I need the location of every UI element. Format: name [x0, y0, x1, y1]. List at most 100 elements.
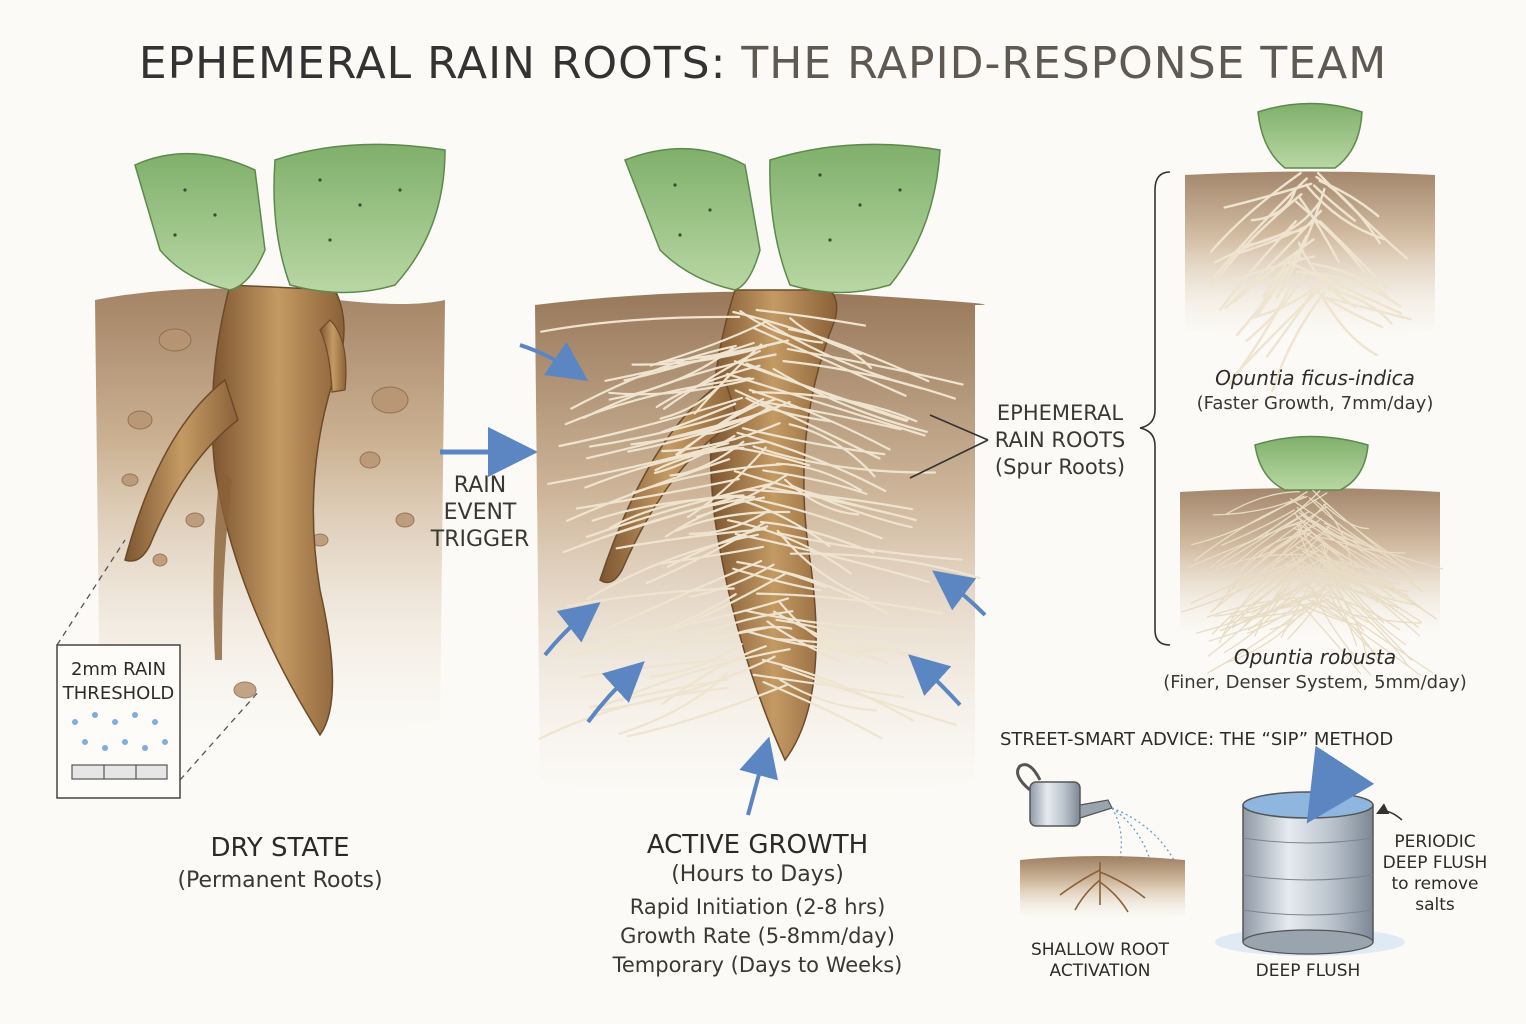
- threshold-line-2: THRESHOLD: [62, 683, 175, 704]
- fine-root: [762, 469, 868, 495]
- fine-root: [1225, 490, 1300, 515]
- fine-root: [739, 310, 824, 344]
- fine-root: [1265, 279, 1322, 358]
- fine-root: [675, 510, 791, 532]
- fine-root: [745, 488, 914, 511]
- threshold-label: 2mm RAIN THRESHOLD: [57, 658, 180, 706]
- fine-root: [1191, 491, 1308, 546]
- raindrop-icons: [72, 712, 168, 751]
- fine-root: [659, 340, 783, 364]
- fine-root: [1209, 522, 1302, 569]
- fine-root: [1232, 603, 1315, 629]
- detail-duration: Temporary (Days to Weeks): [612, 953, 903, 977]
- fine-root: [755, 308, 867, 327]
- fine-root: [1323, 522, 1411, 574]
- active-growth-sublabel: (Hours to Days): [671, 862, 844, 887]
- fine-root: [1238, 221, 1314, 254]
- fine-root: [1233, 238, 1315, 303]
- fine-root: [761, 658, 914, 722]
- fine-root: [732, 567, 822, 592]
- fine-root: [1310, 550, 1358, 579]
- fine-root: [745, 362, 908, 422]
- fine-root: [1210, 531, 1313, 613]
- fine-root: [784, 478, 860, 516]
- fine-root: [1313, 184, 1357, 222]
- fine-root: [584, 440, 767, 489]
- fine-root: [1211, 549, 1321, 635]
- dry-state-sublabel: (Permanent Roots): [177, 868, 383, 893]
- fine-root: [609, 559, 763, 629]
- fine-root: [1296, 533, 1379, 604]
- callout-line-3: (Spur Roots): [994, 455, 1126, 479]
- fine-root: [776, 529, 870, 600]
- fine-root: [654, 446, 745, 472]
- active-growth-illustration: [535, 143, 985, 800]
- fine-root: [786, 348, 964, 386]
- fine-root: [726, 372, 926, 437]
- dry-state-label: DRY STATE: [210, 833, 350, 863]
- species-brace: [1139, 171, 1171, 646]
- fine-root: [1304, 281, 1384, 329]
- fine-root: [582, 353, 777, 419]
- shallow-root-illustration: [1020, 856, 1185, 920]
- title-part-2: THE RAPID-RESPONSE TEAM: [741, 38, 1388, 89]
- fine-root: [547, 442, 730, 485]
- active-growth-label: ACTIVE GROWTH: [646, 830, 869, 860]
- deep-flush-label: DEEP FLUSH: [1255, 961, 1361, 981]
- fine-root: [776, 462, 863, 492]
- fine-root: [1323, 295, 1412, 321]
- fine-root: [1190, 560, 1303, 604]
- rain-threshold-inset: [56, 539, 261, 799]
- species-note-robusta: (Finer, Denser System, 5mm/day): [1163, 672, 1467, 693]
- fine-root: [772, 368, 928, 433]
- robusta-illustration: [1180, 435, 1444, 676]
- callout-line-2: RAIN ROOTS: [994, 428, 1126, 452]
- fine-root: [1321, 499, 1413, 578]
- trigger-line-1: RAIN: [453, 473, 507, 498]
- page-title: EPHEMERAL RAIN ROOTS: THE RAPID-RESPONSE…: [0, 38, 1526, 89]
- fine-root: [1318, 220, 1388, 290]
- fine-root: [1327, 577, 1369, 664]
- fine-root: [626, 683, 789, 738]
- fine-root: [1290, 551, 1336, 610]
- fine-root: [1311, 262, 1389, 298]
- fine-root: [1265, 492, 1328, 535]
- fine-root: [1291, 571, 1374, 626]
- fine-root: [778, 678, 877, 712]
- fine-root: [1298, 196, 1340, 264]
- fine-root: [1180, 561, 1295, 613]
- fine-root: [675, 403, 760, 456]
- ephemeral-roots-callout-lines: [909, 414, 989, 479]
- flush-note-line-3: to remove: [1391, 874, 1479, 894]
- fine-root: [689, 563, 775, 598]
- fine-root: [1319, 292, 1378, 357]
- fine-root: [1299, 589, 1401, 631]
- fine-root: [1221, 509, 1295, 546]
- fine-root: [1269, 583, 1327, 631]
- fine-root: [1327, 559, 1416, 582]
- fine-root: [1257, 528, 1302, 558]
- fine-root: [666, 573, 786, 634]
- fine-root: [734, 532, 930, 584]
- fine-root: [697, 407, 769, 436]
- fine-root: [686, 446, 767, 519]
- fine-root: [1296, 506, 1361, 543]
- fine-root: [1314, 582, 1410, 668]
- fine-root: [1315, 175, 1381, 245]
- fine-root: [1322, 559, 1374, 584]
- fine-root: [1326, 287, 1393, 325]
- fine-root: [1316, 601, 1421, 676]
- dry-state-illustration: [95, 143, 446, 740]
- active-growth-details: Rapid Initiation (2-8 hrs) Growth Rate (…: [580, 893, 935, 980]
- flush-note-arrow: [1375, 803, 1403, 821]
- fine-root: [1250, 189, 1297, 222]
- fine-root: [1218, 517, 1300, 581]
- fine-root: [648, 643, 743, 678]
- species-note-ficus-indica: (Faster Growth, 7mm/day): [1196, 393, 1434, 414]
- fine-root: [1211, 193, 1303, 288]
- fine-root: [658, 545, 764, 565]
- species-name-robusta: Opuntia robusta: [1233, 645, 1397, 669]
- fine-root: [661, 422, 781, 453]
- fine-root: [619, 626, 768, 651]
